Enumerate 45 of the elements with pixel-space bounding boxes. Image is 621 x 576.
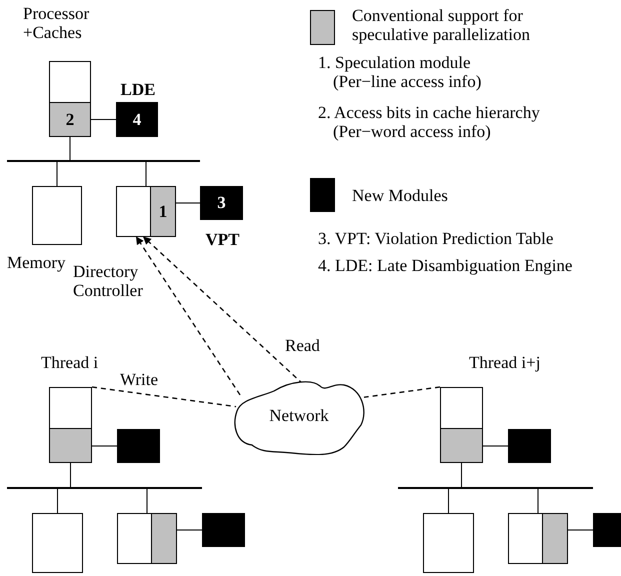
legend-text: Conventional support for speculative parallelization xyxy=(352,6,531,44)
directory-box xyxy=(117,513,177,564)
connector-line xyxy=(176,202,200,204)
connector-line xyxy=(448,488,449,514)
module-box xyxy=(117,429,160,463)
note-text: 2. Access bits in cache hierarchy (Per−word access info) xyxy=(318,103,541,141)
speculation-module-section xyxy=(542,513,568,564)
speculation-module-section xyxy=(151,513,177,564)
module-number: 4 xyxy=(132,108,142,130)
note-text: 1. Speculation module (Per−line access info) xyxy=(318,53,482,91)
connector-line xyxy=(56,162,58,186)
block-label: Processor +Caches xyxy=(23,4,90,42)
connector-line xyxy=(70,462,71,488)
edge-label: Read xyxy=(285,337,320,354)
block-label: Thread i+j xyxy=(469,353,542,372)
connector-line xyxy=(57,488,58,514)
access-bits-section xyxy=(440,428,483,463)
block-label: Thread i xyxy=(41,353,100,372)
connector-line xyxy=(90,119,116,120)
dashed-arrow xyxy=(136,236,241,396)
connector-line xyxy=(461,462,462,488)
note-text: 3. VPT: Violation Prediction Table xyxy=(318,229,554,248)
block-label: Memory xyxy=(7,253,67,272)
block-label: LDE xyxy=(120,80,156,99)
module-number: 3 xyxy=(216,192,227,214)
connector-line xyxy=(146,488,148,514)
bus-line xyxy=(7,487,202,489)
dashed-line xyxy=(92,386,236,408)
dashed-line xyxy=(364,386,440,398)
access-bits-section: 2 xyxy=(49,102,91,137)
access-bits-section xyxy=(49,428,92,463)
legend-text: New Modules xyxy=(352,186,449,205)
module-box xyxy=(202,513,245,547)
bus-line xyxy=(7,160,200,162)
bus-line xyxy=(398,487,593,489)
speculation-module-section: 1 xyxy=(150,186,176,237)
memory-box xyxy=(32,513,83,573)
note-text: 4. LDE: Late Disambiguation Engine xyxy=(318,256,574,275)
module-box xyxy=(508,429,551,463)
memory-box xyxy=(423,513,474,573)
edge-label: Write xyxy=(120,371,158,388)
directory-box xyxy=(508,513,568,564)
block-label: VPT xyxy=(204,230,240,249)
block-label: Directory Controller xyxy=(73,262,144,300)
module-box xyxy=(593,513,621,547)
